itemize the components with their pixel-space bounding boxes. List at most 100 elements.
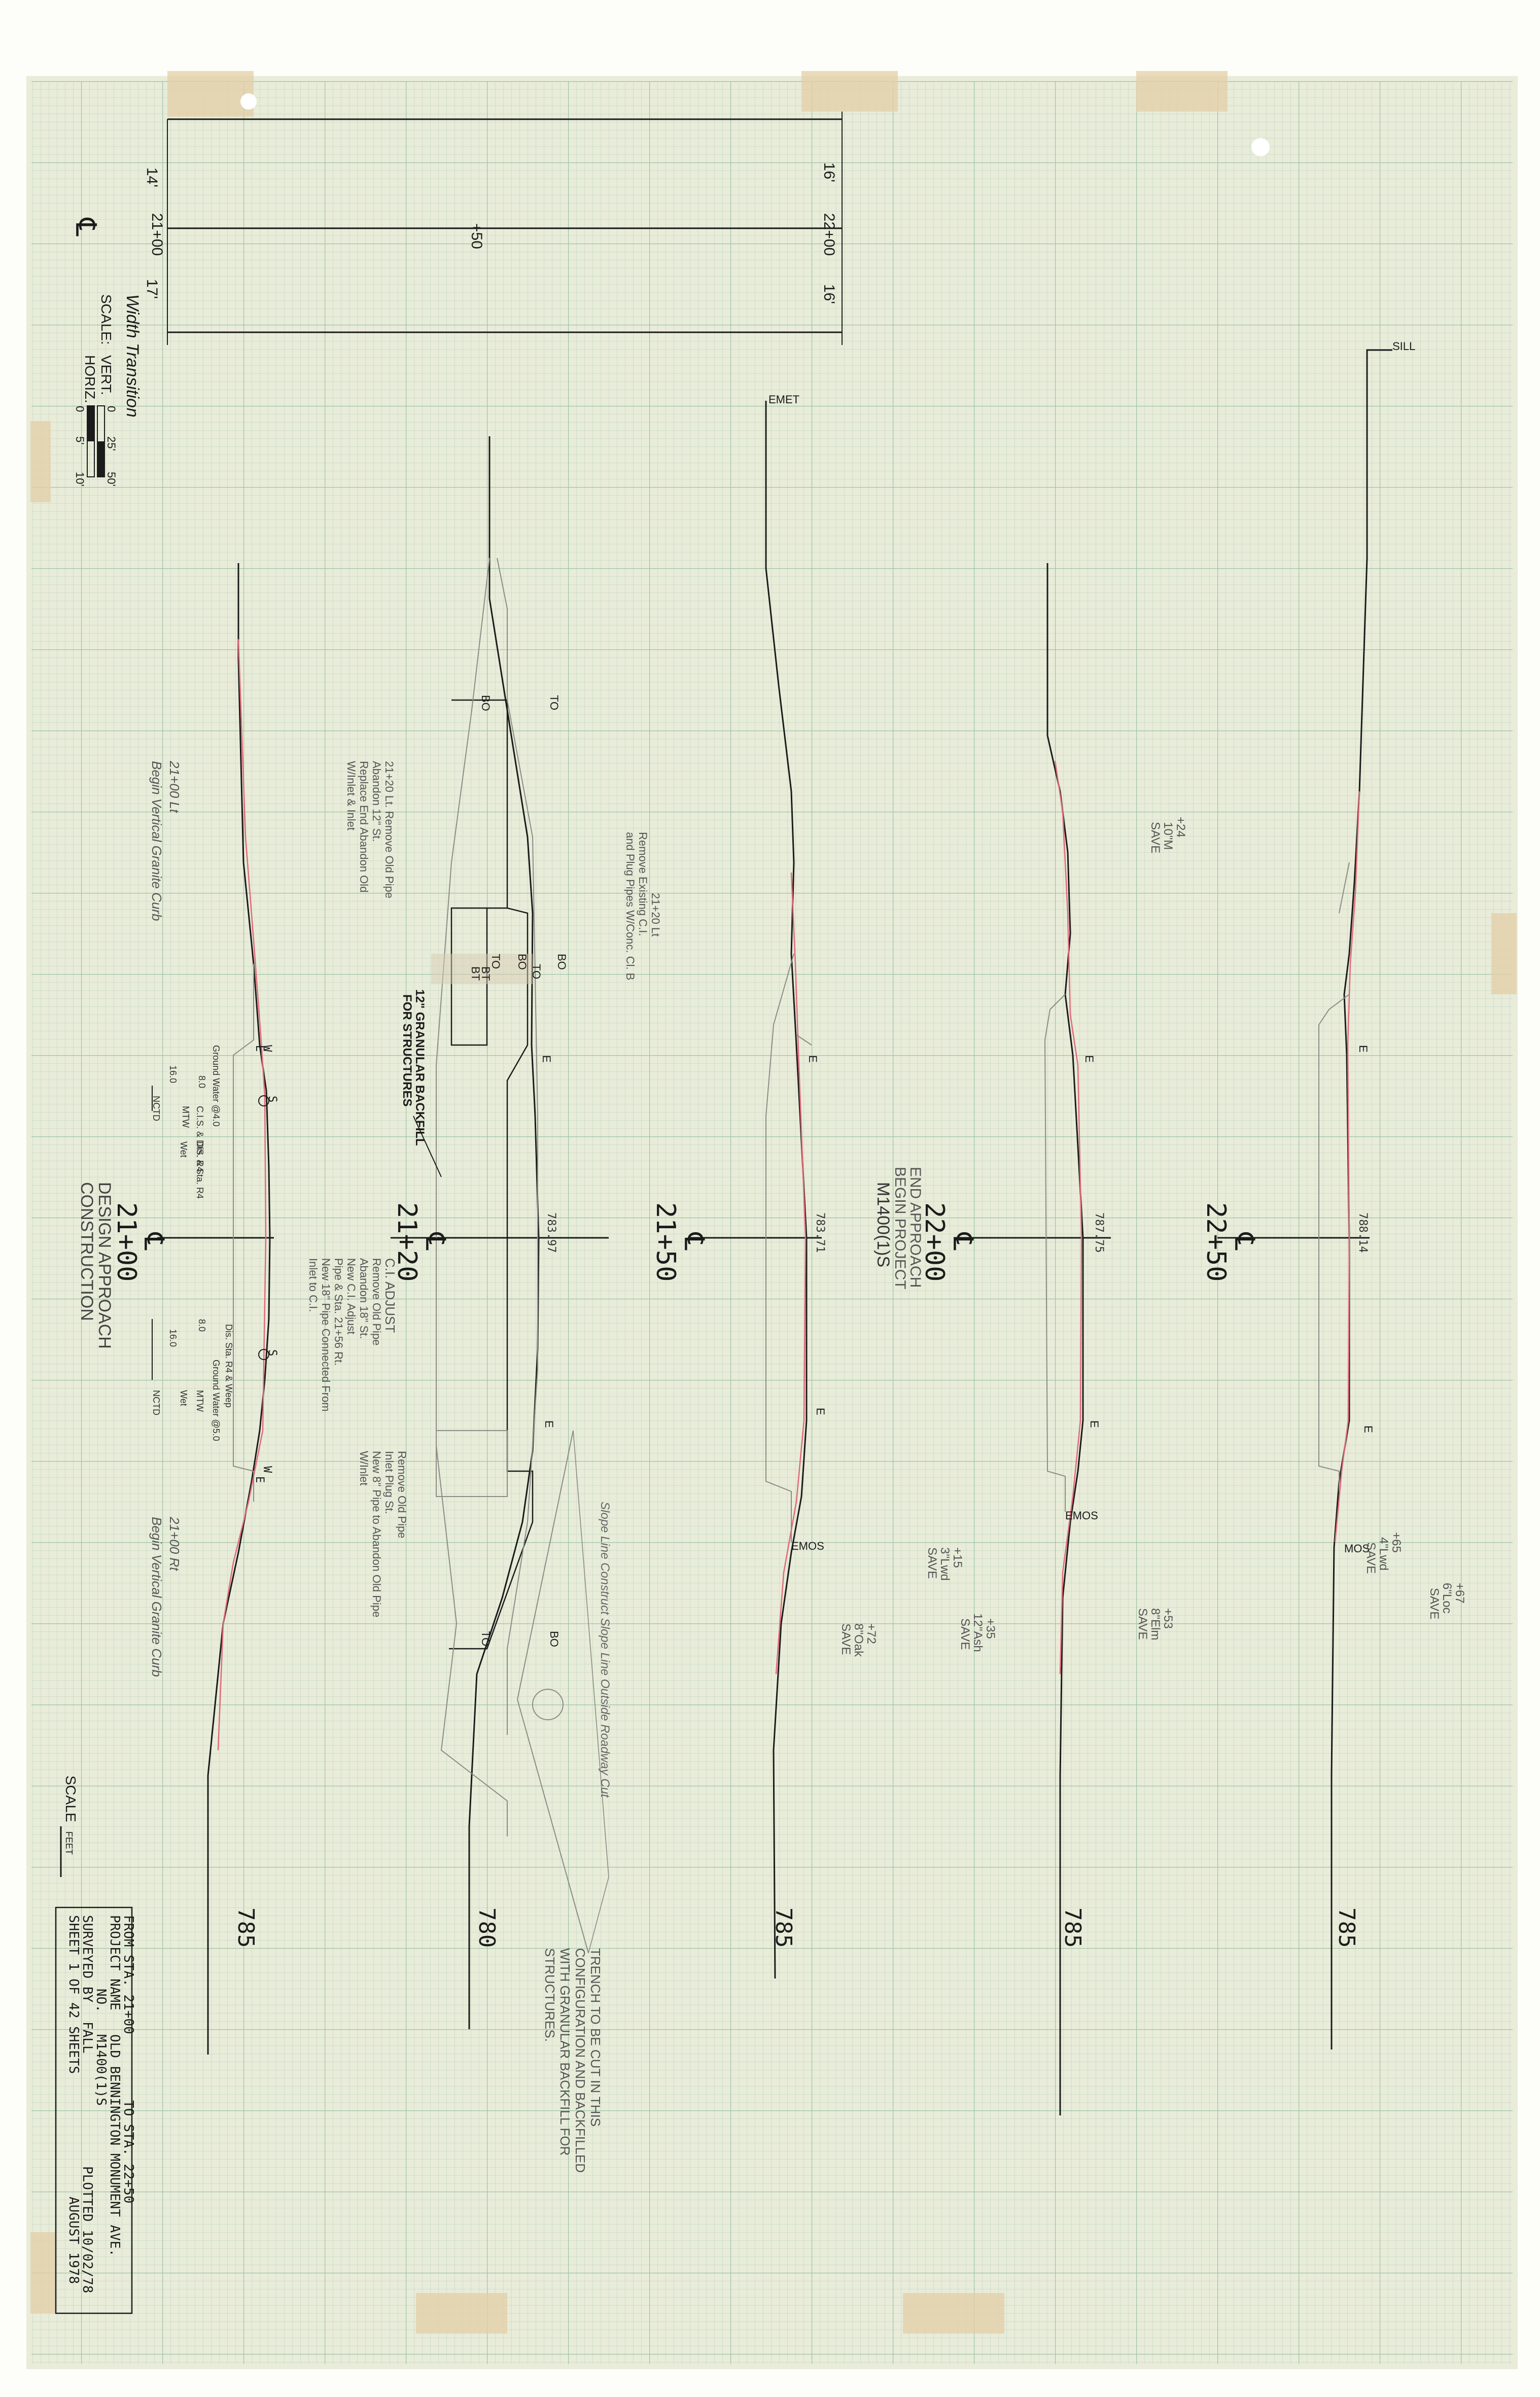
section-2-note-0: 21+20 Lt. Remove Old Pipe [383, 761, 396, 898]
section-4-note-13: 3"Lwd [938, 1547, 952, 1581]
section-2: 21+20 ℄ 780 783.97 BO TO TO BO TO BO TO … [307, 436, 662, 2029]
section-3-note-3: WITH GRANULAR BACKFILL FOR [557, 1948, 573, 2156]
section-4-label-emos: EMOS [1065, 1509, 1098, 1522]
title-block: FROM STA. 21+00 TO STA. 22+50 PROJECT NA… [55, 1906, 136, 2314]
section-4-note-3: END APPROACH [907, 1167, 924, 1288]
section-1: 21+00 ℄ 785 S S W W E E 21+00 Lt Begin V… [77, 563, 278, 2055]
section-2-note-18: New 8" Pipe to Abandon Old Pipe [370, 1451, 383, 1617]
section-3-elevation: 785 [771, 1907, 796, 1948]
section-1-detail-3: Dis. & Sta. R4 [195, 1141, 205, 1199]
section-5-pencil [1318, 994, 1350, 1491]
section-5-elev-mark: 788.14 [1356, 1212, 1369, 1253]
section-5-label-e1: E [1357, 1045, 1370, 1053]
section-2-note-3: W/Inlet & Inlet [345, 761, 358, 830]
section-1-remark-1: CONSTRUCTION [77, 1182, 96, 1321]
section-1-note-2: 21+00 Rt [167, 1516, 182, 1572]
section-4-station: 22+00 [919, 1202, 950, 1282]
scale-horiz: HORIZ. [82, 355, 98, 403]
section-2-note-10: Remove Old Pipe [370, 1258, 383, 1345]
plan-centerline-symbol: ℄ [70, 217, 102, 236]
scale-vtick-0: 0 [105, 406, 118, 412]
scale-htick-2: 10' [74, 472, 86, 487]
section-2-label-to3: TO [530, 964, 543, 979]
plan-station-end: 22+00 [821, 213, 837, 256]
scale-label: SCALE: [98, 294, 114, 345]
section-1-label-e1: E [253, 1045, 266, 1052]
section-2-note-15: Inlet to C.I. [307, 1258, 320, 1312]
section-4-note-4: BEGIN PROJECT [892, 1167, 908, 1290]
section-4-note-1: 10"M [1161, 822, 1175, 850]
section-2-label-bo3: BO [555, 954, 568, 970]
section-1-ground [207, 563, 271, 2055]
section-1-detail-8: Dis. Sta. R4 & Weep [224, 1324, 234, 1408]
section-4-label-e2: E [1088, 1420, 1101, 1428]
section-4-pencil [1044, 994, 1066, 1512]
section-1-station: 21+00 [111, 1202, 142, 1282]
title-plotted: PLOTTED 10/02/78 [80, 2166, 95, 2293]
section-2-pencil-b [497, 558, 538, 1735]
section-2-label-bo4: BO [548, 1631, 561, 1647]
section-4-note-2: SAVE [1148, 822, 1162, 853]
section-5-station: 22+50 [1201, 1202, 1231, 1282]
title-surveyed-label: SURVEYED BY [80, 1915, 95, 2003]
section-3-label-e2: E [814, 1408, 827, 1415]
section-1-pencil [233, 964, 254, 1502]
section-2-note-8: and Plug Pipes W/Conc. Cl. B [624, 832, 637, 980]
section-5-ground [1331, 349, 1392, 2049]
section-1-detail-5: 8.0 [197, 1075, 207, 1088]
plan-right-offset: 16' [821, 162, 837, 182]
section-1-elevation: 785 [233, 1907, 259, 1948]
section-5-note-0: +65 [1389, 1532, 1403, 1553]
section-4-note-12: +15 [951, 1547, 964, 1568]
section-5-note-4: 6"Loc [1440, 1583, 1454, 1614]
section-2-label-to1: TO [548, 695, 561, 710]
title-project-name: OLD BENNINGTON MONUMENT AVE. [107, 2034, 122, 2256]
section-2-label-bo1: BO [479, 695, 492, 711]
section-1-detail-2: MTW [181, 1106, 191, 1128]
section-2-note-4: 12" GRANULAR BACKFILL [413, 989, 427, 1146]
section-3-label-emet: EMET [768, 393, 799, 406]
section-1-detail-1: C.I.S. & DIS. R4 [195, 1106, 205, 1172]
section-1-detail-13: NCTD [151, 1096, 161, 1121]
section-4-note-10: 12"Ash [971, 1613, 985, 1652]
section-5-note-2: SAVE [1364, 1542, 1378, 1574]
section-3-label-emos: EMOS [791, 1540, 824, 1552]
plan-left-offset: 14' [144, 167, 160, 187]
section-5-note-5: SAVE [1427, 1588, 1441, 1619]
plan-note: Width Transition [123, 294, 142, 418]
section-1-centerline-symbol: ℄ [138, 1232, 170, 1250]
section-4-note-6: +72 [864, 1623, 878, 1644]
section-3-station: 21+50 [650, 1202, 681, 1282]
section-1-label-s1: S [266, 1096, 278, 1102]
section-2-label-e2: E [543, 1420, 555, 1428]
section-3-red-line [775, 872, 807, 1675]
section-1-red-line [217, 639, 267, 1751]
section-3-note-1: TRENCH TO BE CUT IN THIS [588, 1948, 603, 2127]
section-2-note-12: New C.I. Adjust [345, 1258, 358, 1334]
title-project-no-label: NO. [93, 1989, 109, 2012]
section-4: 22+00 ℄ 785 787.75 E E EMOS +24 10"M SAV… [839, 563, 1187, 2115]
section-2-note-7: Remove Existing C.I. [637, 832, 649, 936]
section-1-remark-0: DESIGN APPROACH [95, 1182, 114, 1349]
bottom-scale-label: SCALE [63, 1776, 79, 1822]
section-2-note-9: C.I. ADJUST [382, 1258, 398, 1333]
section-2-note-16: Remove Old Pipe [396, 1451, 408, 1538]
section-4-note-7: 8"Oak [852, 1623, 865, 1657]
section-3-note-4: STRUCTURES. [542, 1948, 557, 2042]
section-2-label-to2: TO [489, 954, 502, 969]
section-1-note-1: Begin Vertical Granite Curb [149, 761, 164, 921]
section-2-structure [449, 699, 534, 1650]
scale-vtick-1: 25' [105, 436, 118, 451]
scale-block: SCALE: VERT. HORIZ. 0 25' 50' 0 5' 10' S… [60, 294, 118, 1877]
section-5-note-1: 4"Lwd [1377, 1537, 1390, 1571]
scale-htick-0: 0 [74, 406, 86, 412]
section-4-note-11: SAVE [958, 1618, 972, 1650]
section-2-note-13: Pipe & Sta. 21+56 Rt. [332, 1258, 345, 1366]
section-5: 22+50 ℄ 785 788.14 SILL E E MOS +65 4"Lw… [1201, 340, 1466, 2049]
section-1-detail-0: Ground Water @4.0 [211, 1045, 221, 1127]
section-4-note-17: SAVE [1136, 1608, 1149, 1640]
section-2-note-17: Inlet Plug St. [383, 1451, 396, 1514]
section-2-elev-mark: 783.97 [545, 1212, 557, 1253]
section-4-note-9: +35 [984, 1618, 997, 1639]
header-plan [167, 112, 843, 345]
